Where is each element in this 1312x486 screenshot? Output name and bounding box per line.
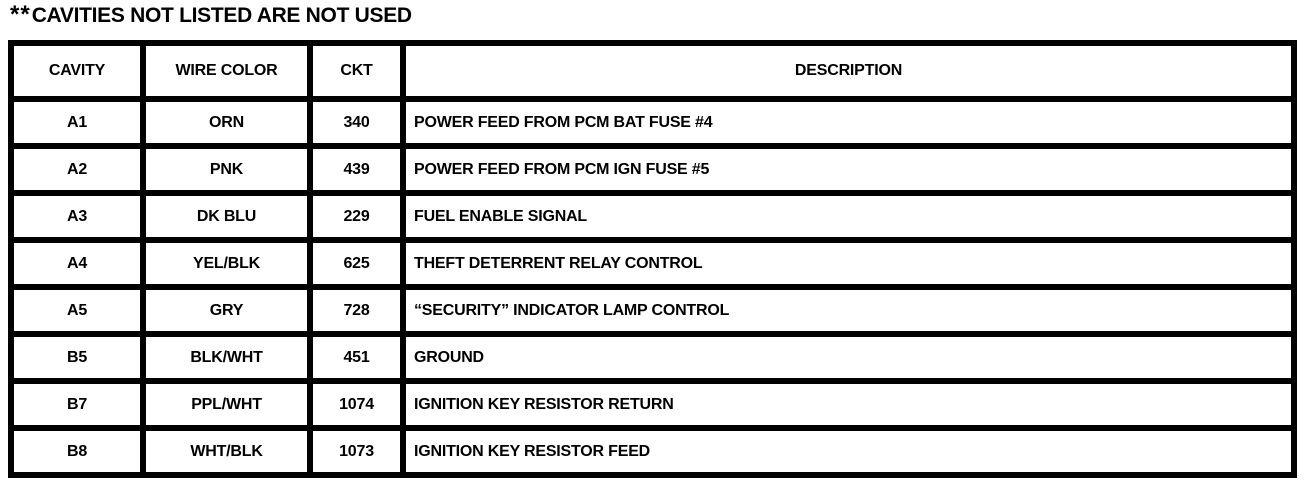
- cell-ckt: 1074: [307, 378, 406, 431]
- cell-ckt: 1073: [307, 425, 406, 478]
- cell-ckt: 728: [307, 284, 406, 337]
- table-row: A5 GRY 728 “SECURITY” INDICATOR LAMP CON…: [8, 284, 1297, 337]
- column-header-description: DESCRIPTION: [400, 40, 1297, 102]
- cell-cavity: A5: [8, 284, 146, 337]
- cell-cavity: B8: [8, 425, 146, 478]
- note-text: CAVITIES NOT LISTED ARE NOT USED: [31, 4, 412, 27]
- cell-description: FUEL ENABLE SIGNAL: [400, 190, 1297, 243]
- note-asterisks: **: [10, 1, 31, 28]
- table-row: A2 PNK 439 POWER FEED FROM PCM IGN FUSE …: [8, 143, 1297, 196]
- cell-ckt: 625: [307, 237, 406, 290]
- cell-description: GROUND: [400, 331, 1297, 384]
- cell-ckt: 340: [307, 96, 406, 149]
- cell-ckt: 229: [307, 190, 406, 243]
- table-row: A3 DK BLU 229 FUEL ENABLE SIGNAL: [8, 190, 1297, 243]
- cell-wire-color: PPL/WHT: [140, 378, 313, 431]
- table-row: B5 BLK/WHT 451 GROUND: [8, 331, 1297, 384]
- cell-wire-color: YEL/BLK: [140, 237, 313, 290]
- cell-description: IGNITION KEY RESISTOR FEED: [400, 425, 1297, 478]
- cavities-note: **CAVITIES NOT LISTED ARE NOT USED: [10, 1, 412, 29]
- cell-ckt: 451: [307, 331, 406, 384]
- table-row: B7 PPL/WHT 1074 IGNITION KEY RESISTOR RE…: [8, 378, 1297, 431]
- connector-pinout-table: CAVITY WIRE COLOR CKT DESCRIPTION A1 ORN…: [8, 40, 1297, 478]
- cell-description: THEFT DETERRENT RELAY CONTROL: [400, 237, 1297, 290]
- cell-wire-color: DK BLU: [140, 190, 313, 243]
- cell-cavity: A4: [8, 237, 146, 290]
- cell-description: IGNITION KEY RESISTOR RETURN: [400, 378, 1297, 431]
- table-row: A1 ORN 340 POWER FEED FROM PCM BAT FUSE …: [8, 96, 1297, 149]
- cell-wire-color: PNK: [140, 143, 313, 196]
- cell-wire-color: GRY: [140, 284, 313, 337]
- cell-wire-color: WHT/BLK: [140, 425, 313, 478]
- cell-cavity: B5: [8, 331, 146, 384]
- column-header-wire-color: WIRE COLOR: [140, 40, 313, 102]
- cell-ckt: 439: [307, 143, 406, 196]
- cell-cavity: A3: [8, 190, 146, 243]
- cell-cavity: B7: [8, 378, 146, 431]
- cell-cavity: A2: [8, 143, 146, 196]
- cell-description: POWER FEED FROM PCM BAT FUSE #4: [400, 96, 1297, 149]
- header-row: CAVITY WIRE COLOR CKT DESCRIPTION: [8, 40, 1297, 102]
- table-row: B8 WHT/BLK 1073 IGNITION KEY RESISTOR FE…: [8, 425, 1297, 478]
- column-header-ckt: CKT: [307, 40, 406, 102]
- cell-wire-color: ORN: [140, 96, 313, 149]
- cell-description: POWER FEED FROM PCM IGN FUSE #5: [400, 143, 1297, 196]
- cell-wire-color: BLK/WHT: [140, 331, 313, 384]
- table-row: A4 YEL/BLK 625 THEFT DETERRENT RELAY CON…: [8, 237, 1297, 290]
- cell-cavity: A1: [8, 96, 146, 149]
- column-header-cavity: CAVITY: [8, 40, 146, 102]
- cell-description: “SECURITY” INDICATOR LAMP CONTROL: [400, 284, 1297, 337]
